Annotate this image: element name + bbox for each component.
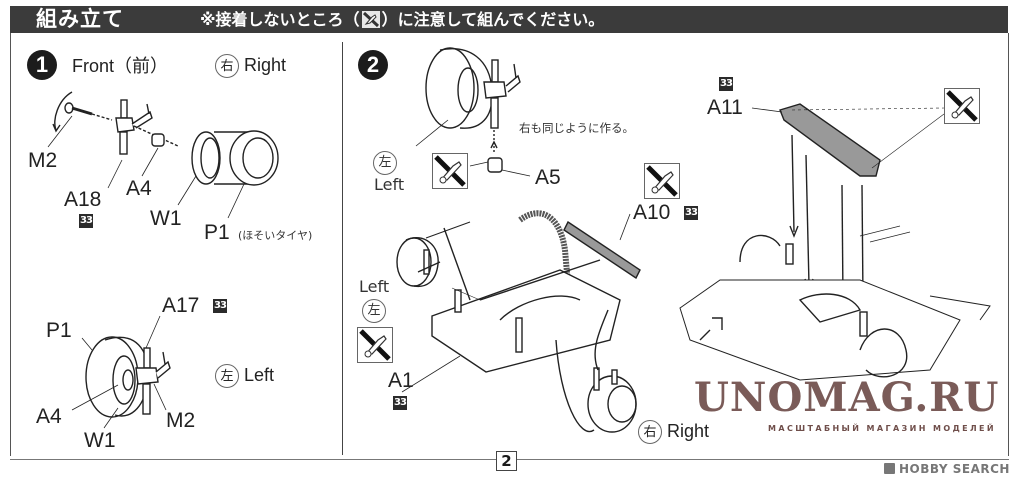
part-label-m2: M2 — [28, 149, 58, 172]
part-badge-a18: 33 — [79, 214, 93, 228]
assembly-note-text-before: ※接着しないところ（ — [200, 10, 360, 29]
hobby-search-credit: HOBBY SEARCH — [884, 462, 1010, 476]
watermark-title: UNOMAG.RU — [694, 374, 1000, 421]
part-label-m2-left: M2 — [166, 409, 196, 432]
part-label-a5: A5 — [535, 166, 561, 189]
left-kanji-icon: 左 — [373, 151, 397, 175]
no-glue-icon — [944, 88, 980, 124]
part-label-w1-left: W1 — [84, 429, 116, 452]
part-badge-a10: 33 — [684, 206, 698, 220]
no-glue-icon — [361, 11, 380, 28]
no-glue-icon — [357, 327, 393, 363]
part-label-p1: P1 — [204, 221, 230, 244]
part-label-a11: A11 — [707, 96, 743, 119]
step-1-right-wheel-drawing — [47, 91, 279, 219]
part-label-w1: W1 — [150, 207, 182, 230]
part-label-a17: A17 — [162, 294, 200, 317]
step-2-drawing — [396, 47, 991, 433]
step-2-number: 2 — [358, 50, 388, 80]
step-2-mid-left-label: Left — [359, 277, 390, 296]
assembly-note: ※接着しないところ（ ）に注意して組んでください。 — [200, 10, 604, 30]
page-number: 2 — [496, 451, 517, 471]
step-divider — [342, 42, 343, 455]
page-frame — [10, 33, 1009, 456]
no-glue-icon — [432, 153, 468, 189]
watermark-subtitle: МАСШТАБНЫЙ МАГАЗИН МОДЕЛЕЙ — [768, 424, 996, 433]
left-text: Left — [244, 365, 275, 385]
right-text: Right — [244, 55, 287, 75]
no-glue-icon — [644, 163, 680, 199]
part-note-p1: (ほそいタイヤ) — [238, 229, 313, 242]
part-badge-a11: 33 — [719, 77, 733, 91]
step-2-mid-left-kanji: 左 — [362, 298, 386, 323]
right-kanji-icon: 右 — [638, 420, 662, 444]
assembly-note-text-after: ）に注意して組んでください。 — [381, 10, 605, 29]
part-label-a4: A4 — [126, 177, 152, 200]
part-label-a18: A18 — [64, 188, 102, 211]
part-label-a10: A10 — [633, 201, 671, 224]
left-kanji-icon: 左 — [215, 364, 239, 388]
step-2-top-left-kanji: 左 — [373, 150, 397, 175]
hobby-search-logo-icon — [884, 463, 895, 474]
part-label-a4-left: A4 — [36, 405, 62, 428]
step-2-top-left-label: Left — [374, 175, 405, 194]
part-label-p1-left: P1 — [46, 319, 72, 342]
rotate-arrow — [54, 91, 73, 131]
credit-text: HOBBY SEARCH — [899, 462, 1010, 476]
part-badge-a17: 33 — [213, 299, 227, 313]
part-badge-a1: 33 — [393, 396, 407, 410]
same-assembly-note: 右も同じように作る。 — [519, 121, 634, 135]
right-kanji-icon: 右 — [215, 54, 239, 78]
right-text: Right — [667, 421, 710, 441]
left-kanji-icon: 左 — [362, 299, 386, 323]
step-1-left-wheel-drawing — [71, 315, 171, 429]
part-label-a1: A1 — [388, 369, 414, 392]
section-header: 組み立て ※接着しないところ（ ）に注意して組んでください。 — [10, 6, 1008, 33]
section-title: 組み立て — [36, 7, 124, 31]
step-1-number: 1 — [27, 50, 57, 80]
step-1-front-label: Front（前） — [72, 56, 169, 76]
